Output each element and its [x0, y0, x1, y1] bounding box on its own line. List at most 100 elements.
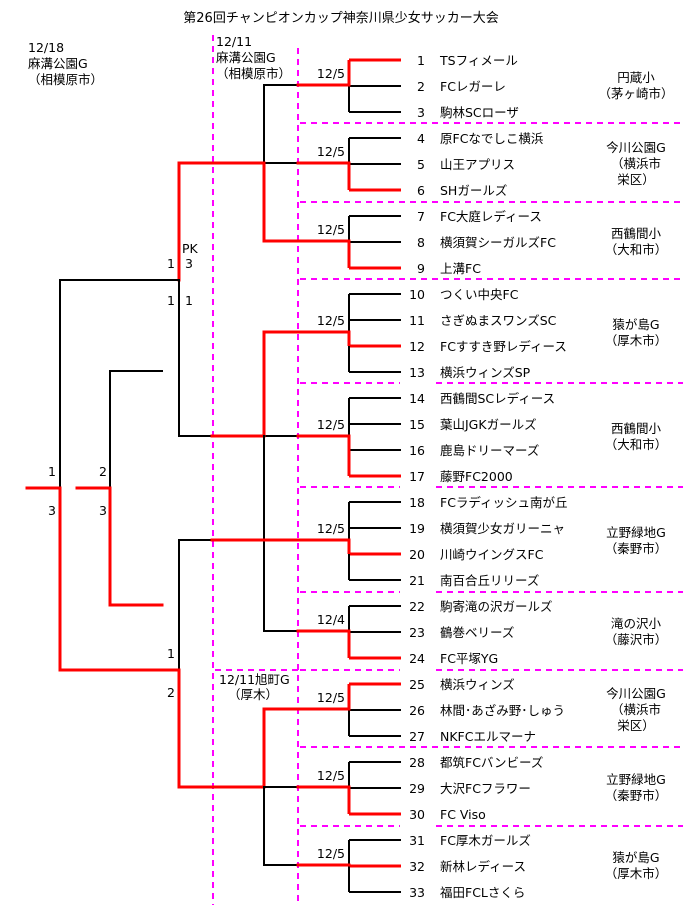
team-name: 鶴巻ベリーズ [440, 625, 514, 640]
team-row: 9 上溝FC [417, 261, 481, 276]
team-name: FCすすき野レディース [440, 339, 567, 354]
team-number: 25 [409, 677, 425, 692]
group-venue: （大和市） [605, 242, 668, 257]
group-venue: 猿が島G [612, 850, 659, 865]
team-number: 29 [409, 781, 425, 796]
group-venue: （秦野市） [605, 788, 668, 803]
final-city: （相模原市） [28, 72, 103, 87]
team-name: 駒寄滝の沢ガールズ [440, 599, 553, 614]
team-name: FC厚木ガールズ [440, 833, 531, 848]
team-name: 原FCなでしこ横浜 [440, 131, 543, 146]
group-venue: （厚木市） [605, 333, 668, 348]
team-row: 3 駒林SCローザ [417, 105, 519, 120]
team-name: 鹿島ドリーマーズ [440, 443, 539, 458]
bracket-lines [25, 58, 401, 893]
team-name: 駒林SCローザ [440, 105, 519, 120]
team-number: 3 [417, 105, 425, 120]
team-name: 新林レディース [440, 859, 526, 874]
final-venue: 麻溝公園G [28, 56, 88, 71]
group-venue: （秦野市） [605, 541, 668, 556]
team-number: 6 [417, 183, 425, 198]
team-name: 西鶴間SCレディース [440, 391, 555, 406]
team-name: 都筑FCバンビーズ [440, 755, 543, 770]
team-number: 26 [409, 703, 425, 718]
score: 2 [99, 464, 107, 479]
page-title: 第26回チャンピオンカップ神奈川県少女サッカー大会 [183, 10, 498, 26]
team-number: 21 [409, 573, 425, 588]
group-date: 12/5 [317, 66, 345, 81]
second-top-date: 12/11 [216, 34, 252, 49]
score: 1 [167, 293, 175, 308]
team-name: 横浜ウィンズSP [440, 365, 531, 380]
team-name: SHガールズ [440, 183, 507, 198]
score-pk-label: PK [182, 241, 199, 256]
team-number: 7 [417, 209, 425, 224]
team-name: FCラディッシュ南が丘 [440, 495, 568, 510]
team-number: 9 [417, 261, 425, 276]
group-date: 12/5 [317, 313, 345, 328]
team-number: 19 [409, 521, 425, 536]
team-name: FC大庭レディース [440, 209, 542, 224]
group-venue: （横浜市 [611, 156, 661, 171]
team-row: 32 新林レディース [409, 859, 526, 874]
team-number: 22 [409, 599, 425, 614]
team-number: 31 [409, 833, 425, 848]
group-venue: 栄区） [617, 172, 655, 187]
team-number: 24 [409, 651, 425, 666]
group-date: 12/5 [317, 846, 345, 861]
team-number: 13 [409, 365, 425, 380]
score: 3 [99, 503, 107, 518]
team-number: 18 [409, 495, 425, 510]
team-name: 葉山JGKガールズ [440, 417, 537, 432]
second-top-city: （相模原市） [216, 66, 291, 81]
team-name: 横浜ウィンズ [440, 677, 515, 692]
group-date: 12/5 [317, 417, 345, 432]
team-row: 31 FC厚木ガールズ [409, 833, 531, 848]
team-row: 5 山王アプリス [417, 157, 515, 172]
team-name: 山王アプリス [440, 157, 515, 172]
group-venue: 立野緑地G [606, 772, 666, 787]
team-number: 12 [409, 339, 425, 354]
team-row: 18 FCラディッシュ南が丘 [409, 495, 567, 510]
team-row: 25 横浜ウィンズ [409, 677, 515, 692]
team-number: 33 [409, 885, 425, 900]
team-number: 32 [409, 859, 425, 874]
group-venue: 今川公園G [606, 140, 666, 155]
group-date: 12/5 [317, 222, 345, 237]
team-number: 10 [409, 287, 425, 302]
team-name: さぎぬまスワンズSC [440, 313, 557, 328]
team-number: 16 [409, 443, 425, 458]
team-number: 5 [417, 157, 425, 172]
second-top-venue: 麻溝公園G [216, 50, 276, 65]
score: 3 [48, 503, 56, 518]
venue-dividers [212, 35, 683, 905]
second-bottom-city: （厚木） [228, 687, 278, 702]
team-row: 7 FC大庭レディース [417, 209, 542, 224]
score-pk: 1 [185, 293, 193, 308]
team-number: 28 [409, 755, 425, 770]
team-number: 30 [409, 807, 425, 822]
team-row: 6 SHガールズ [417, 183, 507, 198]
team-number: 2 [417, 79, 425, 94]
team-number: 27 [409, 729, 425, 744]
team-name: 上溝FC [440, 261, 481, 276]
group-date: 12/5 [317, 144, 345, 159]
score: 1 [167, 256, 175, 271]
group-venue: 栄区） [617, 718, 655, 733]
